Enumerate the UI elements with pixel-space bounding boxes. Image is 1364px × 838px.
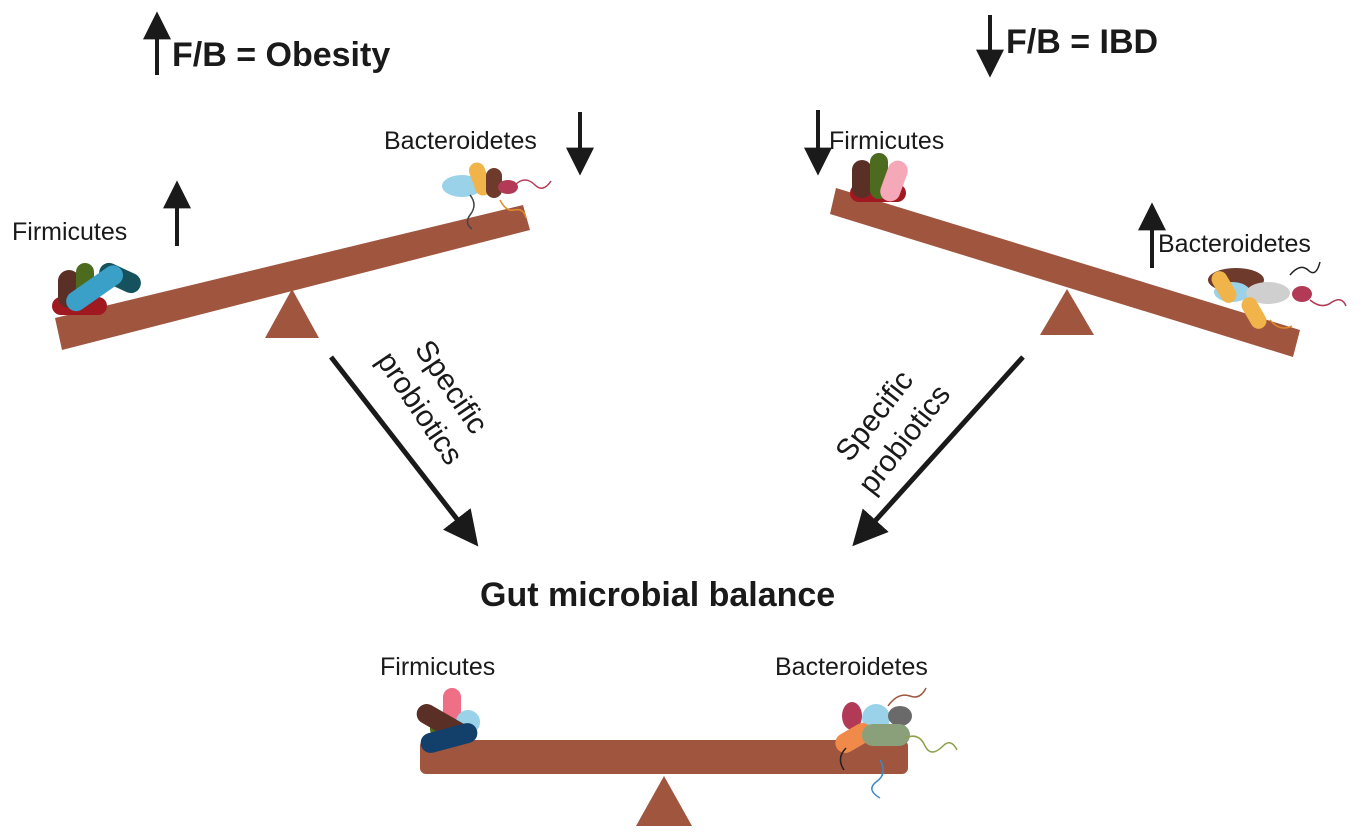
obesity-seesaw xyxy=(55,205,530,350)
balance-beam xyxy=(420,740,908,774)
right-probiotics-arrow-icon xyxy=(852,355,1025,547)
balance-bacteroidetes-label: Bacteroidetes xyxy=(775,653,928,681)
ibd-fulcrum xyxy=(1040,289,1094,335)
ibd-heading: F/B = IBD xyxy=(1006,23,1159,61)
obesity-heading: F/B = Obesity xyxy=(172,36,391,74)
ibd-seesaw xyxy=(830,188,1300,357)
balance-seesaw xyxy=(420,740,908,826)
obesity-firmicutes-label: Firmicutes xyxy=(12,218,128,246)
balance-firmicutes-label: Firmicutes xyxy=(380,653,496,681)
obesity-bacteroidetes-label: Bacteroidetes xyxy=(384,127,537,155)
balance-heading: Gut microbial balance xyxy=(480,576,836,614)
obesity-bacteroidetes-bacteria-icon xyxy=(442,162,552,230)
obesity-firmicutes-bacteria-icon xyxy=(52,262,141,315)
left-probiotics-arrow-icon xyxy=(329,355,479,547)
obesity-beam xyxy=(55,205,530,350)
ibd-firmicutes-bacteria-icon xyxy=(850,153,908,202)
ibd-firmicutes-label: Firmicutes xyxy=(829,127,945,155)
obesity-fulcrum xyxy=(265,289,319,338)
balance-bacteroidetes-bacteria-icon xyxy=(835,687,958,799)
ibd-bacteroidetes-bacteria-icon xyxy=(1208,261,1347,329)
ibd-bacteroidetes-label: Bacteroidetes xyxy=(1158,230,1311,258)
ibd-beam xyxy=(830,188,1300,357)
balance-firmicutes-bacteria-icon xyxy=(416,688,480,753)
balance-fulcrum xyxy=(636,776,692,826)
